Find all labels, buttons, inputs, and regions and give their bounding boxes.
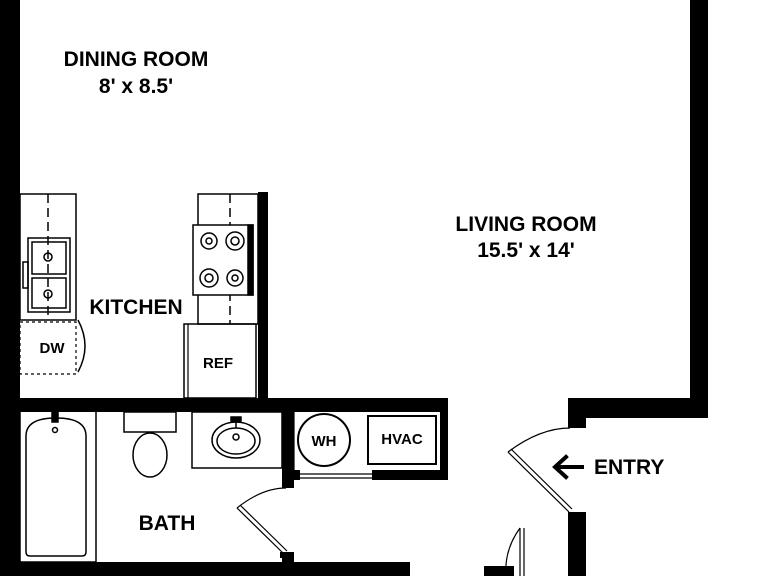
burner-icon [200, 232, 218, 250]
utility-closet-door [293, 412, 372, 479]
bath-title: BATH [139, 512, 196, 535]
hvac-unit: HVAC [367, 415, 437, 465]
dishwasher-label: DW [40, 340, 66, 357]
west-exterior-wall [0, 0, 20, 576]
kitchen-east-wall [258, 192, 268, 402]
south-wall-right [484, 566, 514, 576]
water-heater: WH [297, 413, 351, 467]
sink-counter [19, 193, 77, 321]
hvac-label: HVAC [381, 431, 423, 448]
vanity [191, 411, 283, 469]
south-wall-left [12, 562, 410, 576]
east-exterior-wall [690, 0, 708, 418]
entry-label: ENTRY [594, 456, 664, 479]
refrigerator: REF [183, 323, 257, 399]
bath-door [236, 487, 292, 558]
dining-room-size: 8' x 8.5' [99, 75, 173, 98]
entry-alcove-side-wall-upper [568, 398, 586, 428]
left-arrow-icon [552, 454, 584, 480]
dining-room-title: DINING ROOM [64, 48, 209, 71]
burner-icon [225, 231, 245, 251]
utility-south-wall-right [372, 470, 448, 480]
double-sink [22, 237, 71, 313]
kitchen-title: KITCHEN [89, 296, 182, 319]
entry-door [507, 427, 573, 513]
dishwasher: DW [19, 319, 86, 375]
refrigerator-label: REF [203, 355, 233, 372]
living-room-size: 15.5' x 14' [477, 239, 575, 262]
bath-east-wall-upper [282, 410, 294, 488]
bath-north-wall [12, 398, 448, 412]
entry-alcove-side-wall-lower [568, 512, 586, 576]
stove [192, 224, 254, 296]
lower-door [505, 527, 525, 576]
entry-alcove-top-wall [568, 398, 708, 418]
living-room-title: LIVING ROOM [455, 213, 596, 236]
bathtub [19, 409, 97, 563]
burner-icon [226, 269, 244, 287]
water-heater-label: WH [312, 433, 337, 450]
utility-east-wall [440, 398, 448, 480]
walls [0, 0, 708, 576]
toilet [123, 411, 177, 478]
burner-icon [199, 268, 219, 288]
